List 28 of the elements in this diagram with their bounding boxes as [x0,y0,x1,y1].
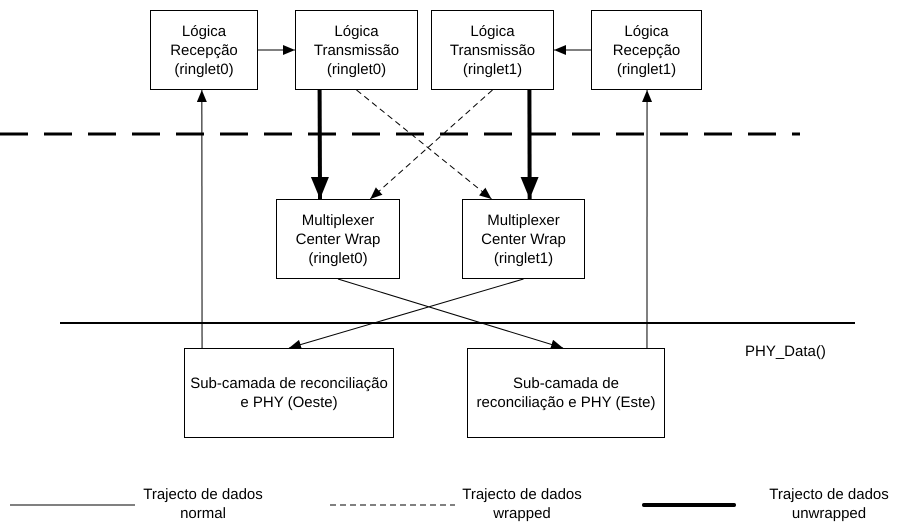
box-label: Multiplexer Center Wrap (ringlet0) [294,210,382,268]
process-box [431,10,554,90]
process-box [150,10,258,90]
box-label: Lógica Recepção (ringlet1) [612,22,682,78]
box-label: Lógica Recepção (ringlet0) [169,22,239,78]
legend-label: Trajecto de dados unwrapped [768,485,890,523]
box-label: Multiplexer Center Wrap (ringlet1) [480,210,567,268]
box-label: Lógica Transmissão (ringlet1) [448,22,536,78]
process-box [467,348,665,438]
box-label: Sub-camada de reconciliação e PHY (Oeste) [189,374,389,412]
arrow [642,90,652,348]
box-label: Lógica Transmissão (ringlet0) [312,22,400,78]
process-box [295,10,418,90]
arrow [338,278,564,350]
arrow [520,90,539,199]
arrow [196,90,207,348]
process-box [276,199,400,279]
signal-label: PHY_Data() [745,342,826,362]
process-box [591,10,702,90]
arrow [288,278,524,350]
arrow [310,90,329,199]
process-box [462,199,585,279]
arrow [258,45,296,55]
box-label: Sub-camada de reconciliação e PHY (Este) [476,374,656,412]
process-box [184,348,394,438]
legend-label: Trajecto de dados wrapped [461,485,583,523]
legend-label: Trajecto de dados normal [142,485,264,523]
arrow [554,45,592,55]
